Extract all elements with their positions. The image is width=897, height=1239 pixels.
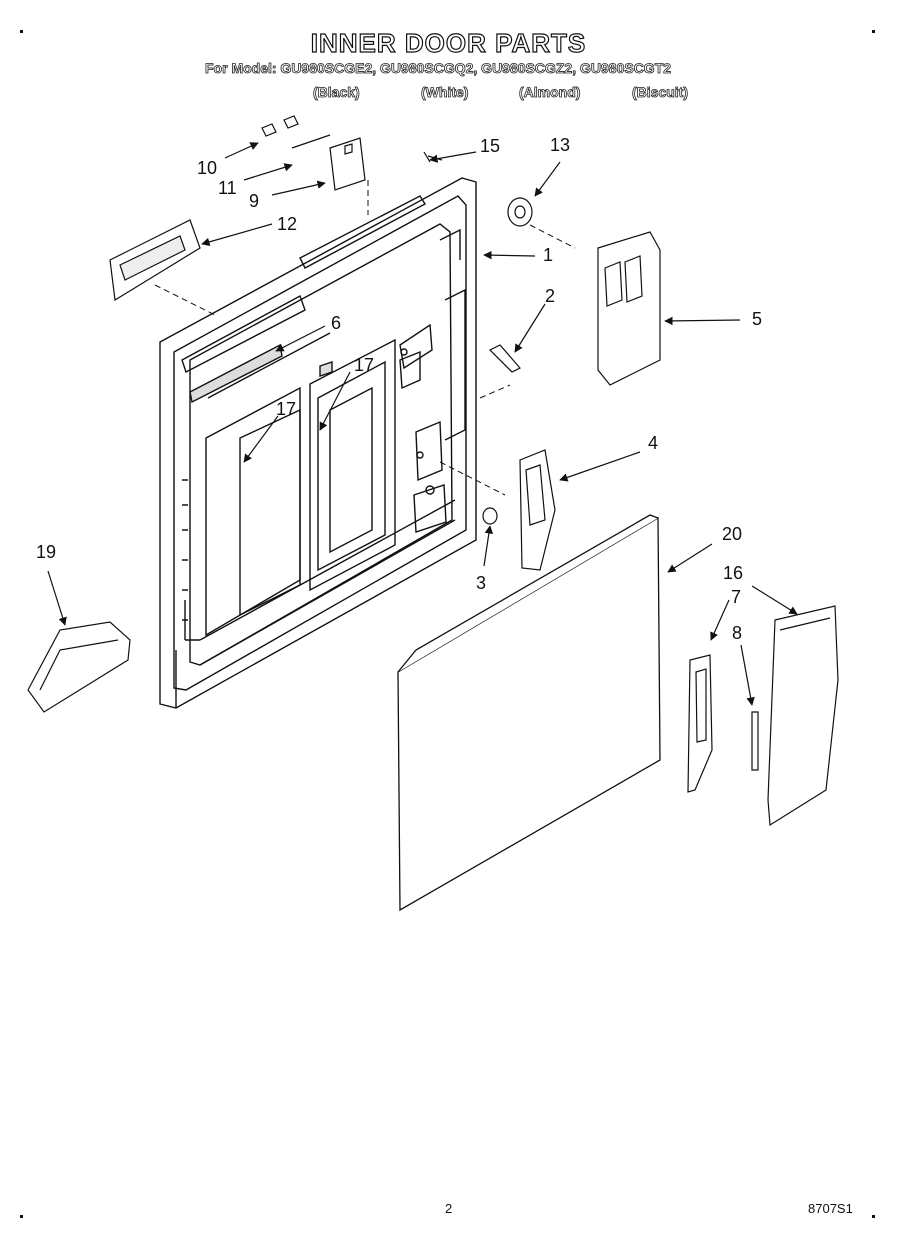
callout-3: 3 — [476, 573, 486, 593]
callout-12: 12 — [277, 214, 297, 234]
outer-door-panel-20 — [397, 514, 661, 912]
part-11-rod — [291, 134, 331, 149]
callout-11: 11 — [218, 178, 237, 198]
color-biscuit: (Biscuit) — [632, 84, 689, 101]
callout-5: 5 — [752, 309, 762, 329]
callout-2: 2 — [545, 286, 555, 306]
part-2-screw — [488, 344, 521, 373]
part-15-screw — [423, 151, 443, 163]
assembly-lines — [154, 180, 576, 496]
part-19-endcap — [27, 621, 131, 713]
part-8-spring — [751, 711, 759, 771]
callout-19: 19 — [36, 542, 56, 562]
callout-numbers: 10 11 9 12 15 13 1 2 5 6 17 17 4 3 20 19… — [36, 135, 762, 643]
page-number: 2 — [445, 1201, 453, 1216]
callout-16: 16 — [723, 563, 743, 583]
small-parts — [27, 115, 839, 827]
callout-4: 4 — [648, 433, 658, 453]
registration-mark — [20, 30, 23, 33]
callout-17-right: 17 — [354, 355, 374, 375]
callout-17-left: 17 — [276, 399, 296, 419]
inner-door-panel — [159, 177, 477, 709]
callout-15: 15 — [480, 136, 500, 156]
part-3-bumper — [482, 507, 498, 525]
part-9-bracket — [329, 137, 366, 191]
registration-mark — [872, 30, 875, 33]
callout-9: 9 — [249, 191, 259, 211]
color-almond: (Almond) — [519, 84, 581, 101]
callout-7: 7 — [731, 587, 741, 607]
callout-8: 8 — [732, 623, 742, 643]
leader-arrows — [47, 142, 798, 706]
color-white: (White) — [421, 84, 469, 101]
part-5-dispenser — [597, 231, 661, 386]
registration-mark — [872, 1215, 875, 1218]
callout-1: 1 — [543, 245, 553, 265]
registration-mark — [20, 1215, 23, 1218]
callout-6: 6 — [331, 313, 341, 333]
page-title: INNER DOOR PARTS — [310, 27, 587, 58]
part-10-springs — [261, 115, 299, 137]
model-list: For Model: GU980SCGE2, GU980SCGQ2, GU980… — [205, 60, 672, 77]
document-number: 8707S1 — [808, 1201, 853, 1216]
part-16-cover — [767, 605, 839, 827]
color-black: (Black) — [313, 84, 360, 101]
callout-20: 20 — [722, 524, 742, 544]
callout-13: 13 — [550, 135, 570, 155]
callout-10: 10 — [197, 158, 217, 178]
